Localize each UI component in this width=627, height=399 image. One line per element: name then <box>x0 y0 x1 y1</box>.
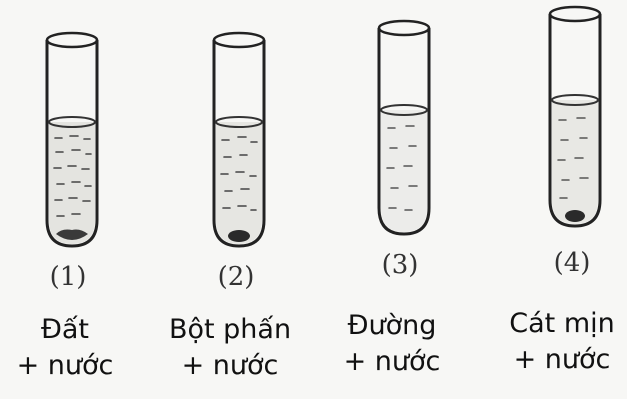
tube-3-label: Đường + nước <box>344 308 441 380</box>
suspended-particles <box>53 135 92 217</box>
tube-3-label-line2: + nước <box>343 346 441 377</box>
test-tube-1 <box>45 31 99 248</box>
tube-2-label-line2: + nước <box>181 350 279 381</box>
sediment <box>565 210 585 222</box>
test-tube-4 <box>548 5 602 228</box>
tube-3-label-line1: Đường <box>347 310 437 341</box>
solution-lines <box>386 125 418 211</box>
sediment <box>228 230 250 242</box>
tube-2-number: (2) <box>217 262 255 292</box>
tube-2-label-line1: Bột phấn <box>168 314 292 345</box>
tube-4-label: Cát mịn + nước <box>509 306 614 378</box>
tube-4-label-line2: + nước <box>513 344 611 375</box>
tube-4-label-line1: Cát mịn <box>509 308 615 339</box>
tube-1-number: (1) <box>49 262 87 292</box>
suspended-particles <box>220 136 258 211</box>
test-tube-3 <box>377 19 431 236</box>
solution-lines <box>557 117 589 199</box>
test-tube-2 <box>212 31 266 248</box>
sediment <box>56 229 88 240</box>
tube-2-label: Bột phấn + nước <box>169 312 291 384</box>
tube-1-label: Đất + nước <box>17 312 114 384</box>
tube-1-label-line1: Đất <box>40 314 90 345</box>
tube-3-number: (3) <box>381 250 419 280</box>
tube-1-label-line2: + nước <box>16 350 114 381</box>
tube-4-number: (4) <box>553 248 591 278</box>
